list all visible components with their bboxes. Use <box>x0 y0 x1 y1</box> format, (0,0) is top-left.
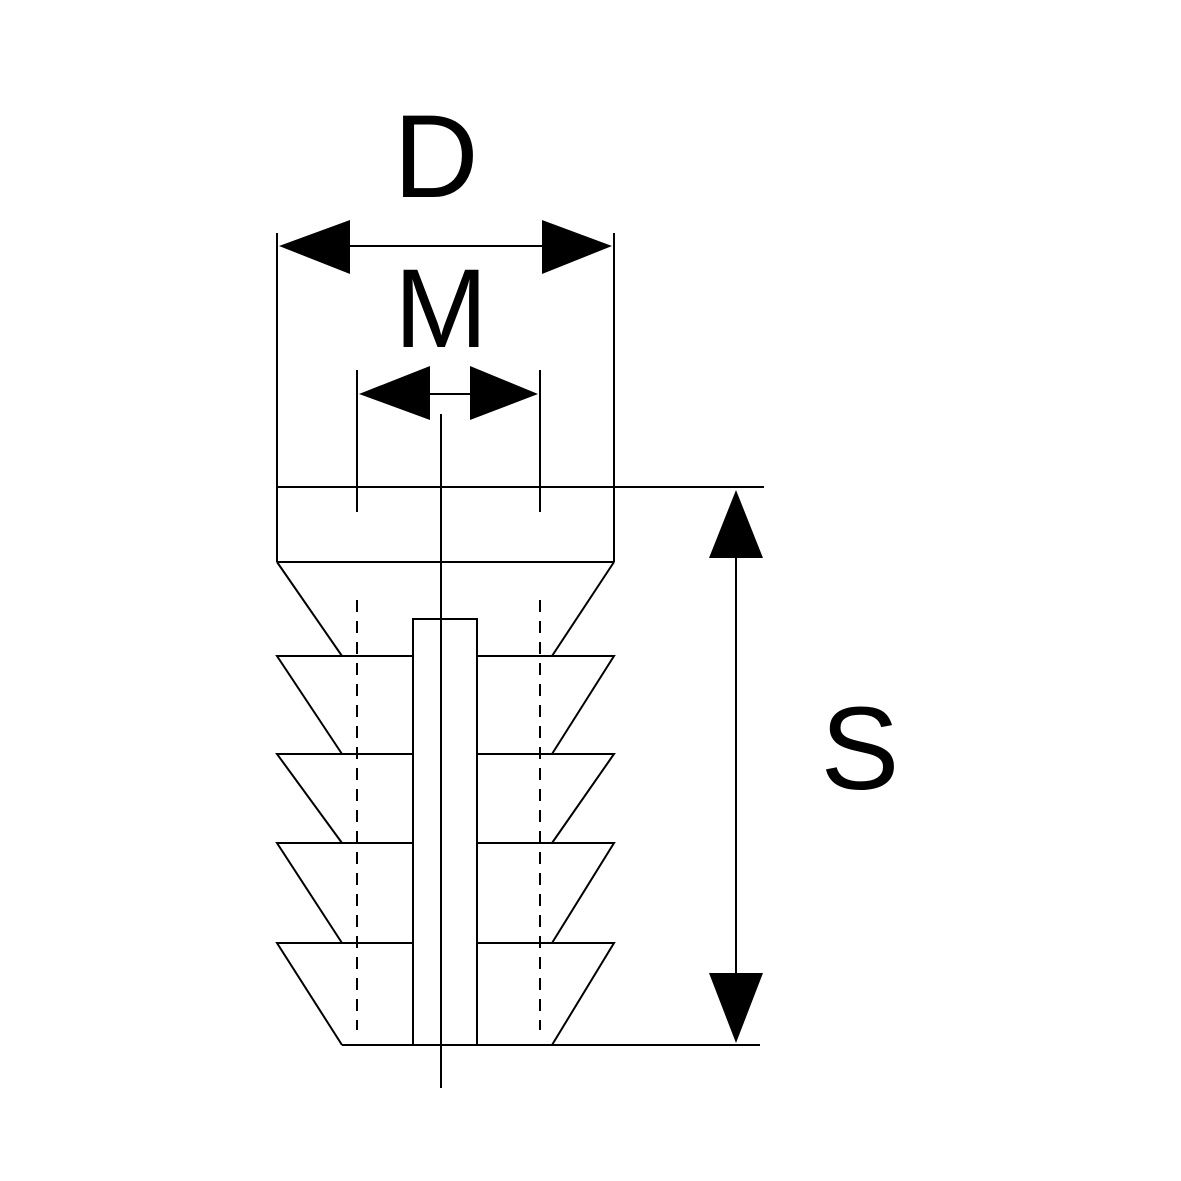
dimension-m-arrow-left <box>359 366 430 420</box>
dimension-d-label: D <box>393 91 478 223</box>
dimension-m <box>356 370 541 512</box>
dimension-d <box>276 233 615 562</box>
dimension-d-arrow-right <box>542 220 612 274</box>
barb-3-right <box>477 842 616 944</box>
dimension-s-arrow-top <box>709 490 763 558</box>
dimension-d-arrow-left <box>279 220 350 274</box>
dimension-m-arrow-right <box>470 366 538 420</box>
dimension-s-label: S <box>821 683 900 815</box>
barb-2-right <box>477 753 616 844</box>
insert-body <box>275 486 764 1046</box>
center-slot <box>412 618 478 1045</box>
cone-0-right <box>551 561 615 657</box>
hidden-thread-lines <box>356 600 541 1030</box>
barb-3-left <box>275 842 413 944</box>
cone-0-left <box>276 561 343 657</box>
barb-4-right <box>477 942 616 1046</box>
barb-2-left <box>275 753 413 844</box>
dimension-s-arrow-bottom <box>709 973 763 1043</box>
dimension-m-label: M <box>394 246 487 371</box>
barb-1-left <box>275 655 413 755</box>
barb-1-right <box>477 655 616 755</box>
barb-4-left <box>275 942 413 1046</box>
